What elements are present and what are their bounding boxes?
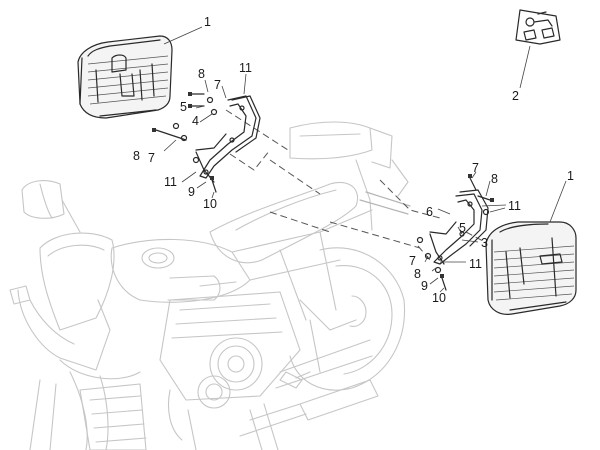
assembly-dashed-lines [225, 109, 501, 261]
callout-7-b: 7 [148, 151, 155, 165]
lock-kit [515, 9, 561, 45]
callout-11-b: 11 [164, 175, 177, 189]
callout-lock-kit: 2 [512, 89, 519, 103]
callout-5-left: 5 [180, 100, 187, 114]
callout-8-d: 8 [414, 267, 421, 281]
callout-5-right: 5 [459, 221, 466, 235]
callout-11-a: 11 [239, 61, 252, 75]
pannier-left [77, 35, 173, 119]
pannier-right [485, 221, 577, 315]
callout-pannier-right: 1 [567, 169, 574, 183]
callout-6: 6 [426, 205, 433, 219]
callout-10-a: 10 [203, 197, 217, 211]
callout-7-c: 7 [472, 161, 479, 175]
callout-10-b: 10 [432, 291, 446, 305]
callout-3: 3 [481, 236, 488, 250]
callout-8-a: 8 [198, 67, 205, 81]
callout-11-c: 11 [508, 199, 521, 213]
hardware [152, 92, 494, 291]
callout-8-c: 8 [491, 172, 498, 186]
callout-7-a: 7 [214, 78, 221, 92]
callout-9-b: 9 [421, 279, 428, 293]
leader-lines [163, 26, 567, 293]
callout-pannier-left: 1 [204, 15, 211, 29]
callout-9-a: 9 [188, 185, 195, 199]
callout-4: 4 [192, 114, 199, 128]
mount-frame-left [195, 95, 261, 183]
callout-11-d: 11 [469, 257, 482, 271]
mount-frame-right [429, 189, 489, 265]
motorcycle-outline [9, 121, 411, 450]
callout-7-d: 7 [409, 254, 416, 268]
callout-labels: 1 1 2 3 4 5 5 6 7 7 7 7 8 8 8 8 9 9 10 1… [133, 15, 574, 305]
callout-8-b: 8 [133, 149, 140, 163]
